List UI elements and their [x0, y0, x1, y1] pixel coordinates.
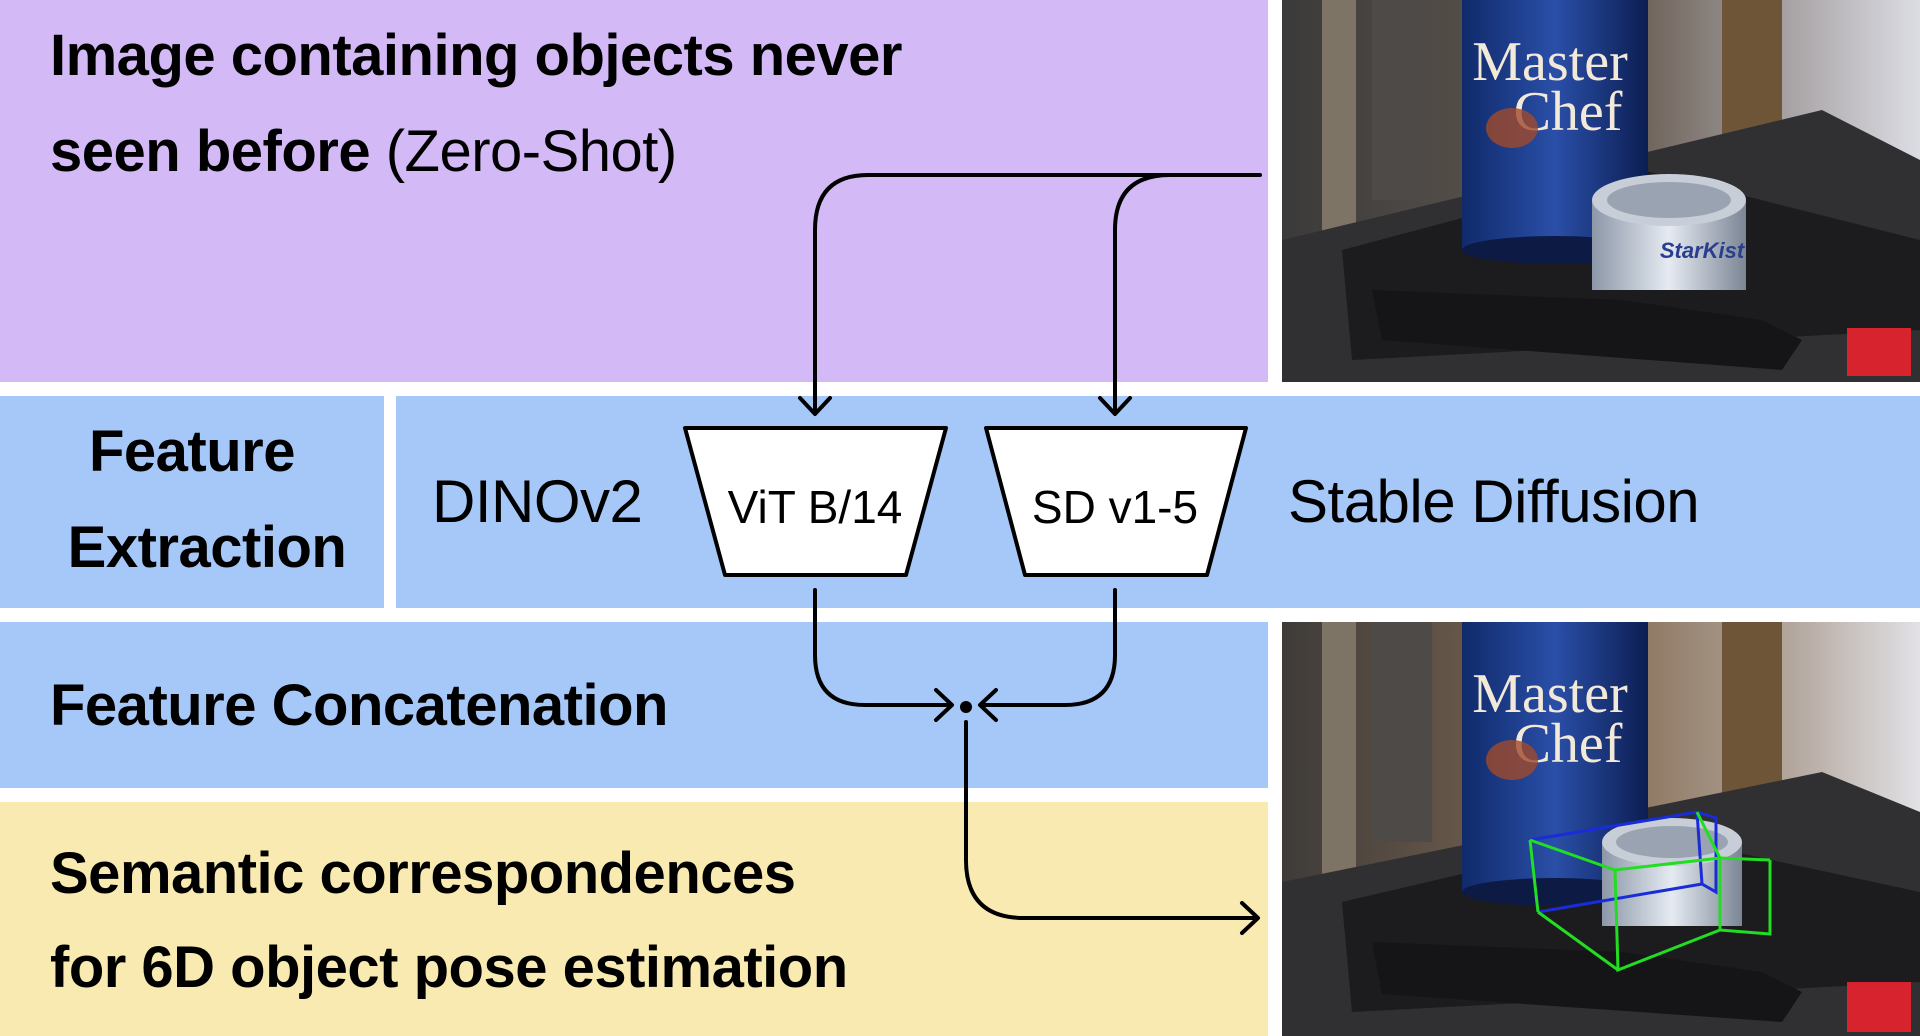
input-photo-scene: Master Chef StarKist — [1282, 0, 1920, 382]
output-title-line2: for 6D object pose estimation — [50, 935, 848, 1000]
arrowhead-dino — [798, 396, 832, 416]
input-panel: Image containing objects never seen befo… — [0, 0, 1268, 382]
arrowhead-concat-right — [978, 688, 998, 722]
output-photo: Master Chef — [1282, 622, 1920, 1036]
input-title-line1: Image containing objects never — [50, 23, 903, 88]
dino-output-line — [813, 588, 952, 707]
arrowhead-output — [1240, 901, 1260, 935]
feature-extraction-label-line1: Feature — [88, 419, 296, 484]
input-title-bold: seen before — [50, 119, 371, 184]
tin-brand: StarKist — [1660, 238, 1746, 263]
can-brand-line1: Master — [1472, 31, 1628, 93]
feature-extraction-label-panel: Feature Extraction — [0, 396, 384, 608]
feature-extraction-label-line2: Extraction — [67, 515, 347, 580]
vit-block — [683, 426, 948, 577]
output-photo-scene: Master Chef — [1282, 622, 1920, 1036]
dinov2-label: DINOv2 — [432, 468, 643, 535]
sd-output-line — [980, 588, 1117, 707]
input-branch-line — [813, 173, 1172, 414]
sd-block-label: SD v1-5 — [1032, 481, 1198, 533]
stable-diffusion-label: Stable Diffusion — [1288, 468, 1700, 535]
input-photo: Master Chef StarKist — [1282, 0, 1920, 382]
concat-node — [960, 701, 972, 713]
output-title-line1: Semantic correspondences — [50, 841, 796, 906]
arrowhead-sd — [1098, 396, 1132, 416]
input-title-line2: seen before (Zero-Shot) — [50, 104, 677, 200]
can-brand-line1-output: Master — [1472, 663, 1628, 725]
arrowhead-concat-left — [934, 688, 954, 722]
input-arrow-line — [1113, 173, 1262, 414]
output-panel: Semantic correspondences for 6D object p… — [0, 802, 1268, 1036]
concatenation-label: Feature Concatenation — [50, 673, 668, 738]
sd-block — [984, 426, 1248, 577]
output-line — [964, 720, 1258, 920]
pose-bounding-box — [1528, 810, 1772, 973]
input-title-zero-shot: (Zero-Shot) — [385, 119, 678, 184]
vit-block-label: ViT B/14 — [728, 481, 903, 533]
